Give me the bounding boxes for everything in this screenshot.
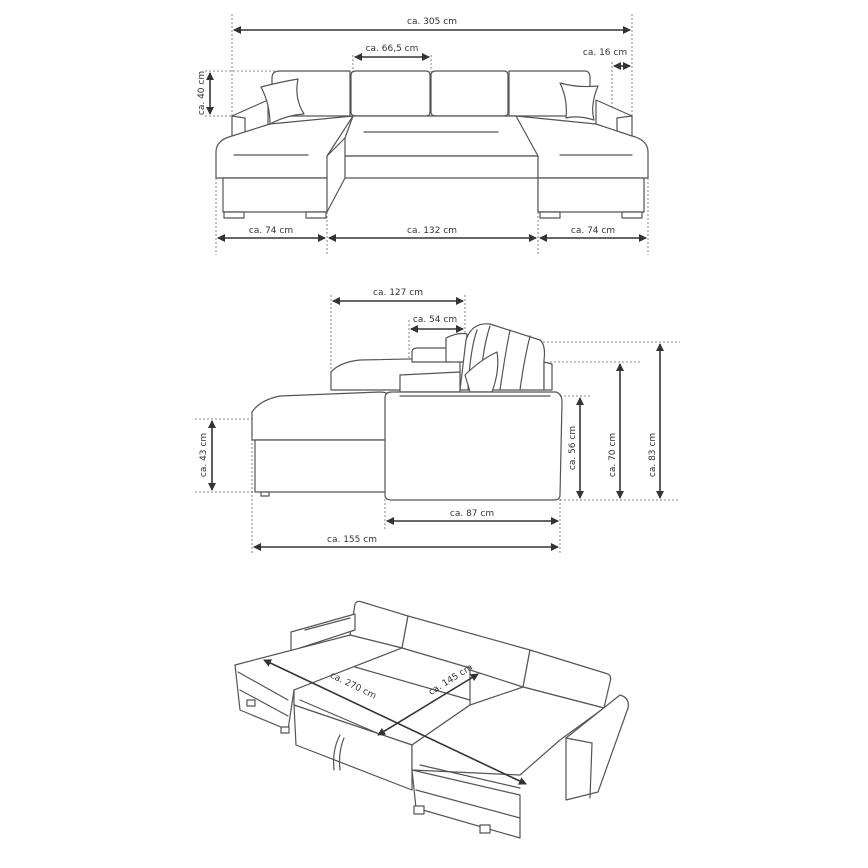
bed-view: ca. 270 cm ca. 145 cm — [234, 600, 629, 839]
total-height-label: ca. 83 cm — [648, 433, 658, 477]
cushion-width-label: ca. 66,5 cm — [366, 44, 419, 54]
right-chaise-width-label: ca. 74 cm — [571, 226, 615, 236]
armrest-height-label: ca. 56 cm — [568, 426, 578, 470]
seat-height-label: ca. 43 cm — [199, 433, 209, 477]
armrest-depth-label: ca. 54 cm — [413, 315, 457, 325]
front-view: ca. 305 cm ca. 66,5 cm ca. 16 cm ca. 40 … — [197, 14, 649, 255]
total-width-label: ca. 305 cm — [407, 17, 457, 27]
backrest-height-label: ca. 40 cm — [197, 71, 207, 115]
total-depth-label: ca. 155 cm — [327, 535, 377, 545]
seat-depth-label: ca. 87 cm — [450, 509, 494, 519]
left-chaise-width-label: ca. 74 cm — [249, 226, 293, 236]
backrest-top-height-label: ca. 70 cm — [608, 433, 618, 477]
middle-width-label: ca. 132 cm — [407, 226, 457, 236]
armrest-width-label: ca. 16 cm — [583, 48, 627, 58]
chaise-depth-label: ca. 127 cm — [373, 288, 423, 298]
side-view: ca. 127 cm ca. 54 cm ca. 43 cm ca. 56 cm… — [195, 288, 680, 555]
